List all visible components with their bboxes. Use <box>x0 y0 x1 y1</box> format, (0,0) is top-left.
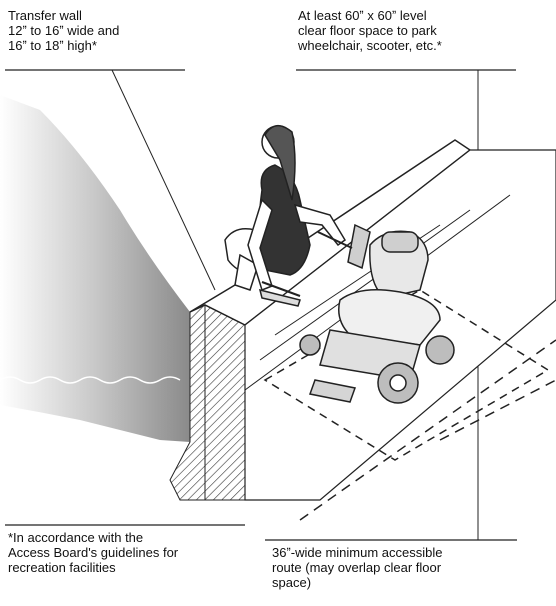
clear-floor-space-label: At least 60ˮ x 60ˮ level clear floor spa… <box>298 8 528 53</box>
deck-edge-hatch <box>205 305 245 500</box>
footnote-label: *In accordance with the Access Board's g… <box>8 530 248 575</box>
transfer-wall-label: Transfer wall 12ˮ to 16ˮ wide and 16ˮ to… <box>8 8 188 53</box>
accessible-route-label: 36ˮ-wide minimum accessible route (may o… <box>272 545 512 590</box>
pool-water <box>0 95 190 442</box>
